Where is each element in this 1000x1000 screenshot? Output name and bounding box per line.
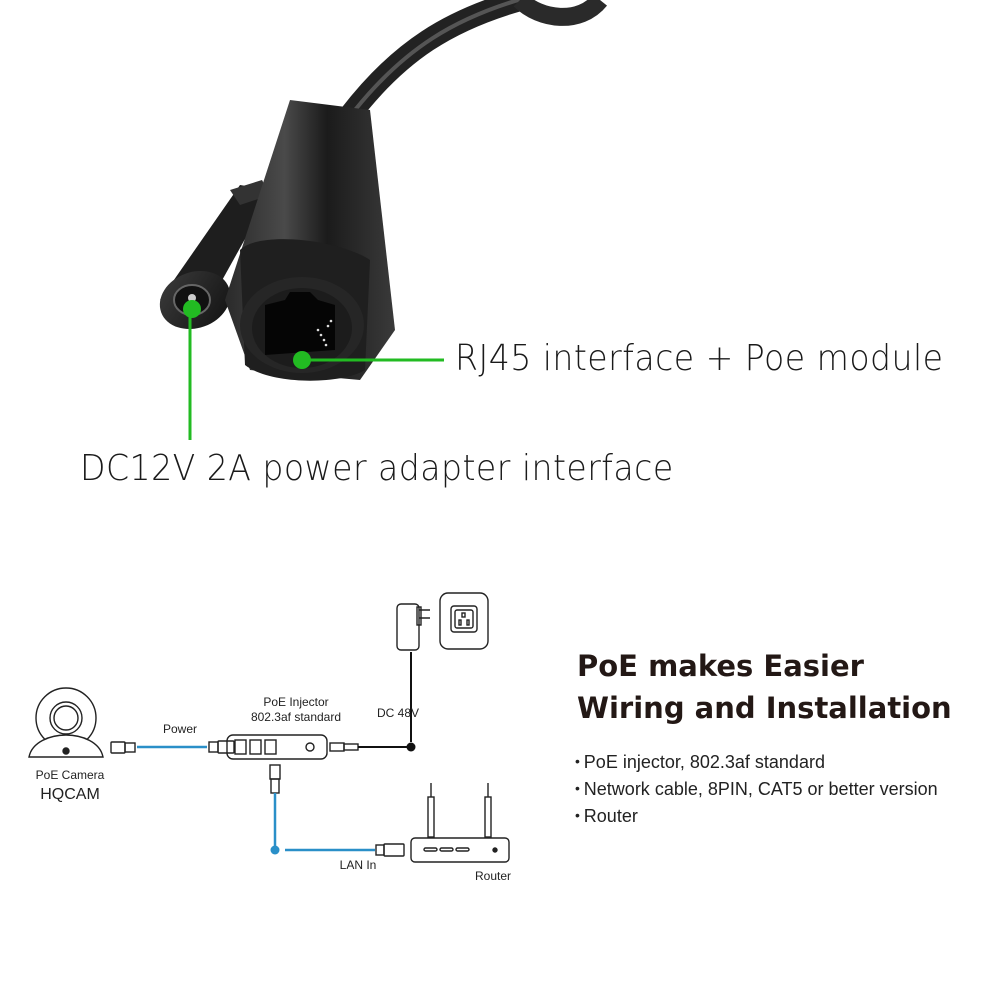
power-cable-label: Power — [162, 722, 197, 736]
headline-line-2: Wiring and Installation — [577, 691, 952, 725]
dc-voltage-label: DC 48V — [376, 706, 420, 720]
router-icon — [410, 783, 510, 863]
injector-title-label: PoE Injector — [263, 695, 329, 709]
lan-connector-icon — [269, 764, 281, 794]
injector-standard-label: 802.3af standard — [250, 710, 342, 724]
ethernet-connector-icon — [110, 740, 235, 754]
router-label: Router — [474, 869, 512, 883]
feature-item: Router — [575, 802, 938, 829]
camera-label: PoE Camera — [35, 768, 105, 782]
poe-injector-icon — [226, 734, 328, 760]
headline: PoE makes Easier Wiring and Installation — [577, 645, 952, 729]
wiring-diagram — [28, 592, 510, 863]
dc-jack-icon — [159, 180, 270, 330]
dc-plug-icon — [329, 742, 359, 752]
callout-lines — [183, 300, 444, 440]
feature-list: PoE injector, 802.3af standard Network c… — [575, 748, 938, 829]
camera-brand-label: HQCAM — [40, 786, 100, 803]
rj45-callout-label: RJ45 interface + Poe module — [455, 338, 944, 379]
camera-icon — [28, 687, 104, 758]
wall-outlet-icon — [439, 592, 489, 650]
product-photo — [159, 0, 608, 440]
headline-line-1: PoE makes Easier — [577, 649, 864, 683]
lan-in-label: LAN In — [339, 858, 377, 872]
dc-power-callout-label: DC12V 2A power adapter interface — [80, 448, 674, 489]
rj45-module-icon — [225, 100, 395, 381]
cable-icon — [339, 0, 608, 126]
feature-item: PoE injector, 802.3af standard — [575, 748, 938, 775]
feature-item: Network cable, 8PIN, CAT5 or better vers… — [575, 775, 938, 802]
power-adapter-icon — [396, 603, 430, 651]
